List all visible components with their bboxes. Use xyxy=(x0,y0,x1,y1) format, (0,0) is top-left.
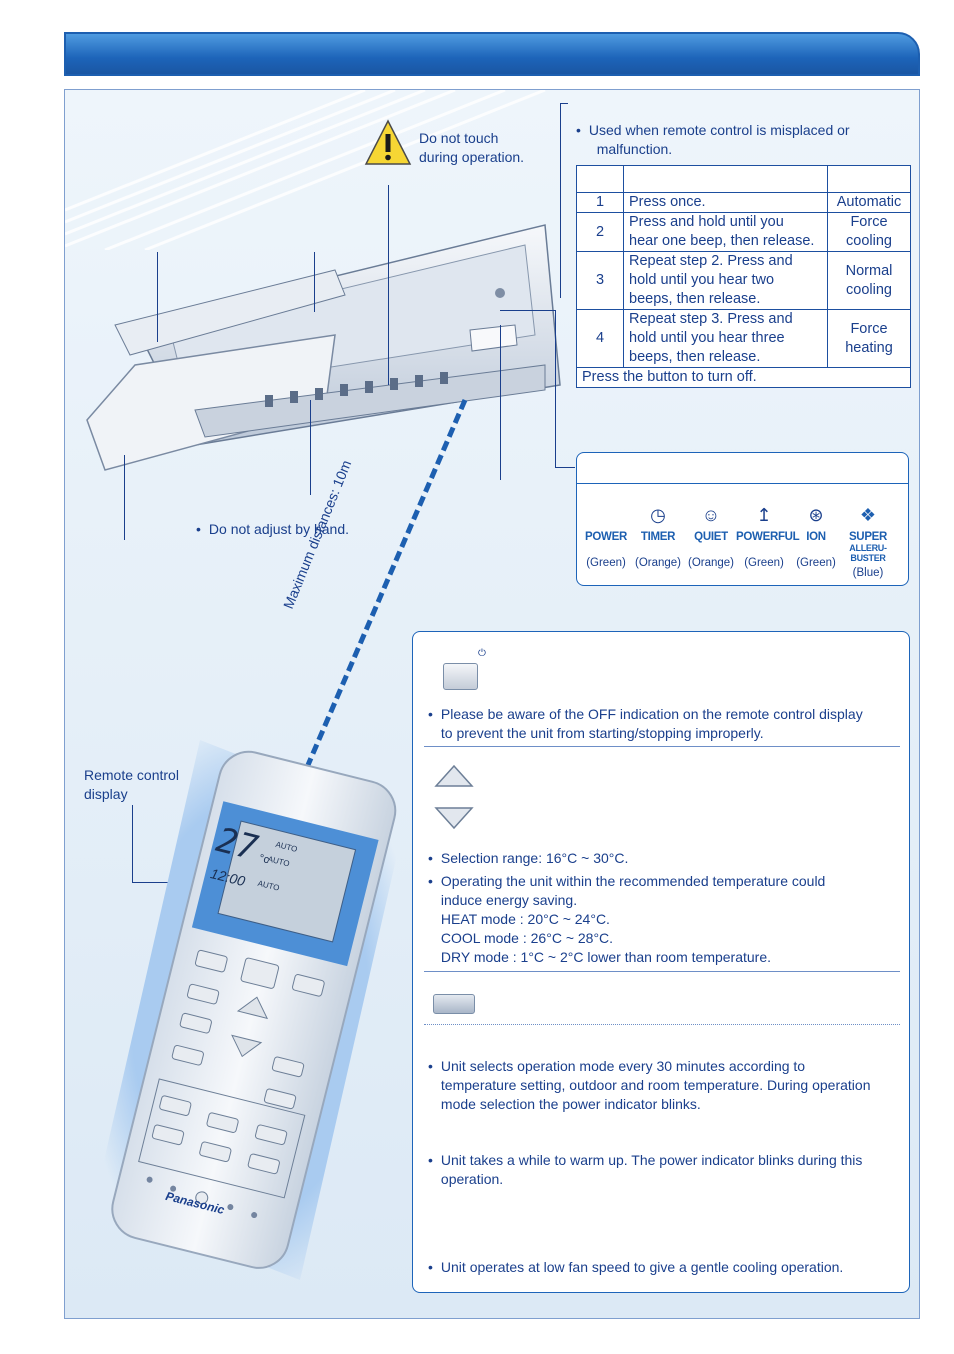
table-footer-row: Press the button to turn off. xyxy=(576,367,911,388)
leader-line xyxy=(314,252,315,312)
leader-line xyxy=(555,310,556,468)
power-button[interactable] xyxy=(443,663,478,690)
ion-icon: ⊛ xyxy=(808,505,824,525)
temp-up-button xyxy=(434,764,474,787)
warning-icon xyxy=(364,119,412,165)
divider xyxy=(424,1024,900,1025)
indicator-powerful: ↥ POWERFUL (Green) xyxy=(736,505,800,569)
power-symbol-icon: ⏻ xyxy=(478,648,486,659)
temperature-buttons[interactable] xyxy=(434,762,474,832)
leader-line xyxy=(157,252,158,342)
indicator-power: POWER (Green) xyxy=(578,505,634,569)
leader-line xyxy=(555,467,575,468)
indicator-title xyxy=(577,453,908,484)
quiet-icon: ☺ xyxy=(701,505,721,525)
clock-icon: ◷ xyxy=(650,505,666,525)
louver-note: •Do not adjust by hand. xyxy=(196,521,350,537)
warning-text-line2: during operation. xyxy=(419,149,525,165)
indicator-timer: ◷ TIMER (Orange) xyxy=(630,505,686,569)
leader-line xyxy=(560,103,568,104)
powerful-icon: ↥ xyxy=(756,505,772,525)
table-header xyxy=(827,165,911,193)
leader-line xyxy=(388,185,389,385)
leader-line xyxy=(500,310,555,311)
divider xyxy=(424,746,900,747)
operation-table: 1 Press once. Automatic 2 Press and hold… xyxy=(576,165,911,388)
temp-down-button xyxy=(434,807,474,830)
table-header xyxy=(576,165,624,193)
signal-path xyxy=(305,399,468,766)
power-icon xyxy=(578,505,634,531)
leader-line xyxy=(132,805,133,883)
cool-mode-note: •Unit operates at low fan speed to give … xyxy=(428,1259,844,1275)
decorative-stripes xyxy=(65,90,546,250)
indicator-quiet: ☺ QUIET (Orange) xyxy=(683,505,739,569)
indoor-unit-illustration xyxy=(86,224,561,471)
allergen-icon: ❖ xyxy=(859,505,877,525)
temp-range-note: •Selection range: 16°C ~ 30°C. xyxy=(428,850,629,866)
remote-functions-panel xyxy=(412,631,910,1293)
leader-line xyxy=(500,325,501,480)
leader-line xyxy=(560,103,561,298)
leader-line xyxy=(124,455,125,540)
power-note: • Please be aware of the OFF indication … xyxy=(428,706,863,741)
auto-switch-note: • Used when remote control is misplaced … xyxy=(576,122,850,157)
indicator-ion: ⊛ ION (Green) xyxy=(788,505,844,569)
indicator-super-alleru-buster: ❖ SUPER ALLERU-BUSTER (Blue) xyxy=(836,505,900,579)
energy-note: • Operating the unit within the recommen… xyxy=(428,873,826,965)
remote-control-illustration xyxy=(95,740,405,1280)
indicator-card xyxy=(576,452,909,586)
table-header xyxy=(623,165,828,193)
heat-mode-note: • Unit takes a while to warm up. The pow… xyxy=(428,1152,863,1187)
divider xyxy=(424,971,900,972)
header-bar xyxy=(64,32,920,76)
auto-mode-note: • Unit selects operation mode every 30 m… xyxy=(428,1058,871,1112)
warning-text-line1: Do not touch xyxy=(419,130,499,146)
table-row: 1 Press once. Automatic xyxy=(576,192,911,213)
mode-button[interactable] xyxy=(433,994,475,1014)
remote-label-line2: display xyxy=(84,786,128,802)
remote-label-line1: Remote control xyxy=(84,767,179,783)
leader-line xyxy=(310,400,311,495)
